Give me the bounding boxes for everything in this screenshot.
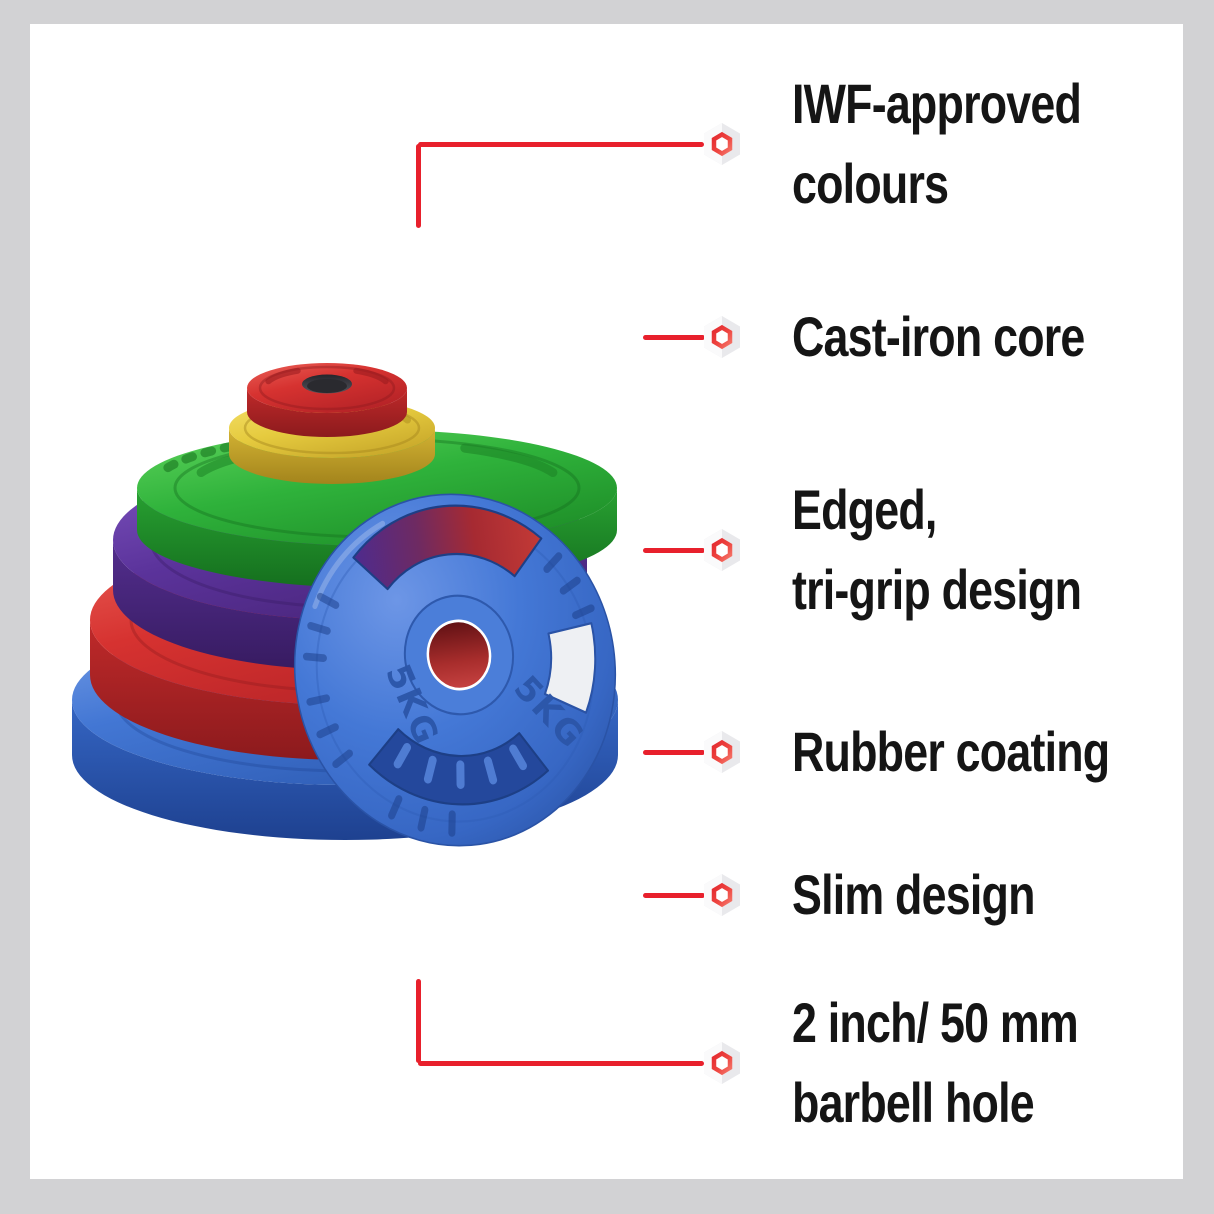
callout-line-hole-vertical bbox=[415, 979, 421, 1063]
callout-line-hole bbox=[418, 1060, 704, 1066]
hex-marker-icon bbox=[704, 529, 740, 571]
hex-marker-icon bbox=[704, 1042, 740, 1084]
barbell-hole-front-plate bbox=[426, 619, 492, 691]
feature-label: tri-grip design bbox=[792, 558, 1082, 621]
product-image-weight-plates: 5KG 5KG bbox=[72, 363, 618, 847]
callout-line-rubber bbox=[643, 749, 705, 755]
hex-marker-icon bbox=[704, 874, 740, 916]
rim-ribs bbox=[302, 552, 595, 837]
grip-slot-top bbox=[352, 504, 543, 591]
callout-line-slim bbox=[643, 892, 705, 898]
grip-slot-ribs bbox=[393, 743, 527, 789]
grip-slot-right bbox=[543, 622, 597, 714]
feature-item-tri-grip: Edged, tri-grip design bbox=[792, 470, 1153, 630]
plate-blue-front-5kg: 5KG 5KG bbox=[293, 493, 617, 847]
feature-item-barbell-hole: 2 inch/ 50 mm barbell hole bbox=[792, 983, 1149, 1143]
feature-label: Cast-iron core bbox=[792, 305, 1085, 368]
callout-line-cast-iron bbox=[643, 334, 705, 340]
hex-marker-icon bbox=[704, 731, 740, 773]
feature-item-slim-design: Slim design bbox=[792, 855, 1095, 935]
callout-line-tri-grip bbox=[643, 547, 705, 553]
hex-marker-icon bbox=[704, 123, 740, 165]
feature-label: Rubber coating bbox=[792, 720, 1110, 783]
feature-item-rubber-coating: Rubber coating bbox=[792, 712, 1189, 792]
feature-label: barbell hole bbox=[792, 1071, 1035, 1134]
feature-item-cast-iron-core: Cast-iron core bbox=[792, 297, 1158, 377]
feature-item-iwf-colours: IWF-approved colours bbox=[792, 64, 1153, 224]
feature-label: Slim design bbox=[792, 863, 1035, 926]
feature-label: colours bbox=[792, 152, 949, 215]
plate-red-small-top bbox=[247, 363, 407, 437]
feature-label: Edged, bbox=[792, 478, 937, 541]
callout-line-iwf bbox=[418, 141, 704, 147]
feature-label: 2 inch/ 50 mm bbox=[792, 991, 1079, 1054]
callout-line-iwf-vertical bbox=[415, 144, 421, 228]
hex-marker-icon bbox=[704, 316, 740, 358]
feature-label: IWF-approved bbox=[792, 72, 1082, 135]
